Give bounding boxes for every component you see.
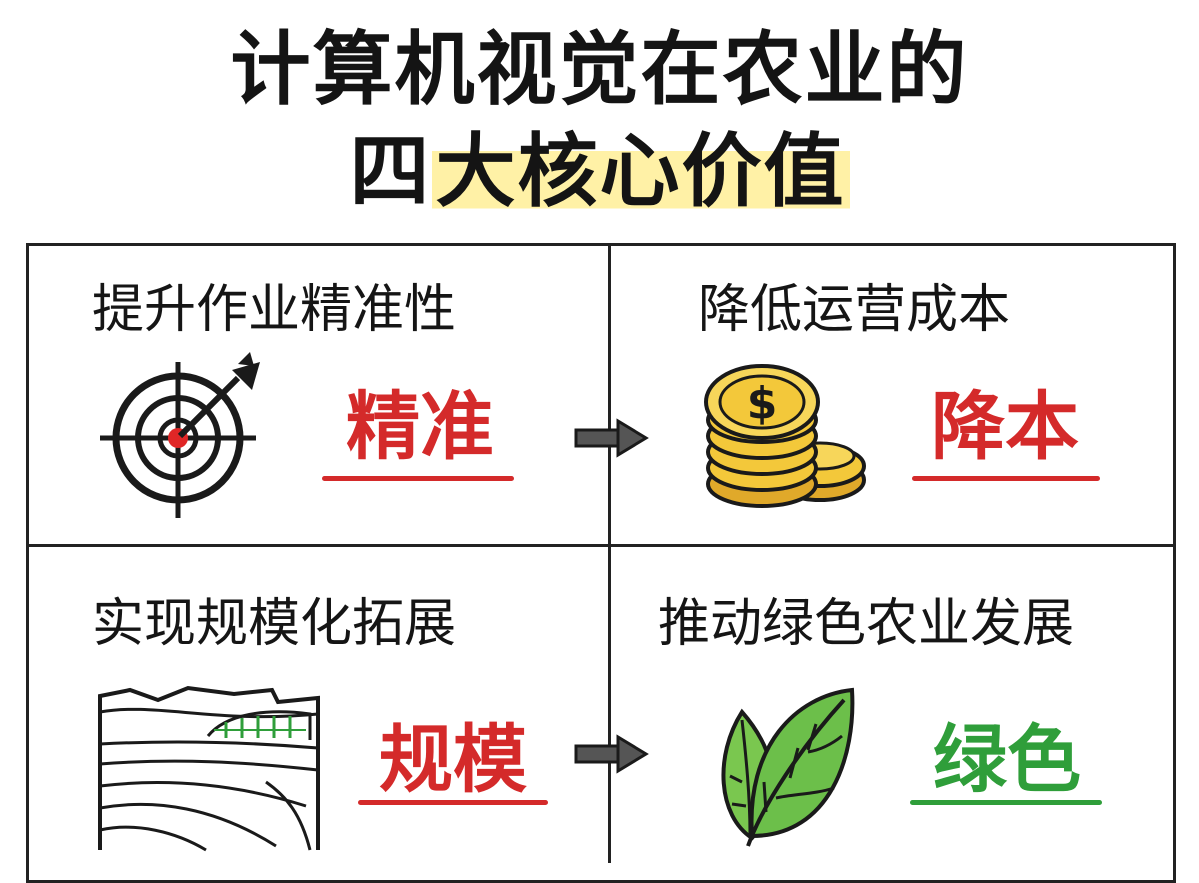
leaf-icon — [721, 687, 855, 847]
cell-keyword: 规模 — [379, 717, 527, 803]
title-line-2: 四大核心价值 — [0, 124, 1199, 220]
coin-symbol: $ — [747, 378, 778, 429]
arrow-right-icon — [574, 734, 649, 774]
keyword-underline — [912, 476, 1100, 481]
keyword-underline — [910, 800, 1102, 805]
cell-heading: 降低运营成本 — [698, 280, 1011, 340]
cell-keyword: 绿色 — [933, 717, 1081, 803]
cell-keyword: 精准 — [346, 384, 494, 470]
grid-vertical-divider — [608, 243, 611, 863]
title-highlight: 大核心价值 — [431, 125, 850, 218]
grid-horizontal-divider — [26, 544, 1176, 547]
arrow-right-icon — [574, 418, 649, 458]
target-arrow-icon — [100, 352, 260, 518]
keyword-underline — [322, 476, 514, 481]
coin-stack-icon: $ — [704, 364, 866, 508]
cell-keyword: 降本 — [931, 384, 1079, 470]
cell-heading: 提升作业精准性 — [92, 280, 457, 340]
title-line-2-plain: 四 — [349, 125, 432, 218]
cell-heading: 实现规模化拓展 — [92, 594, 457, 654]
farm-field-icon — [98, 685, 320, 852]
keyword-underline — [358, 800, 548, 805]
title-line-1: 计算机视觉在农业的 — [230, 23, 969, 116]
cell-heading: 推动绿色农业发展 — [658, 594, 1075, 654]
